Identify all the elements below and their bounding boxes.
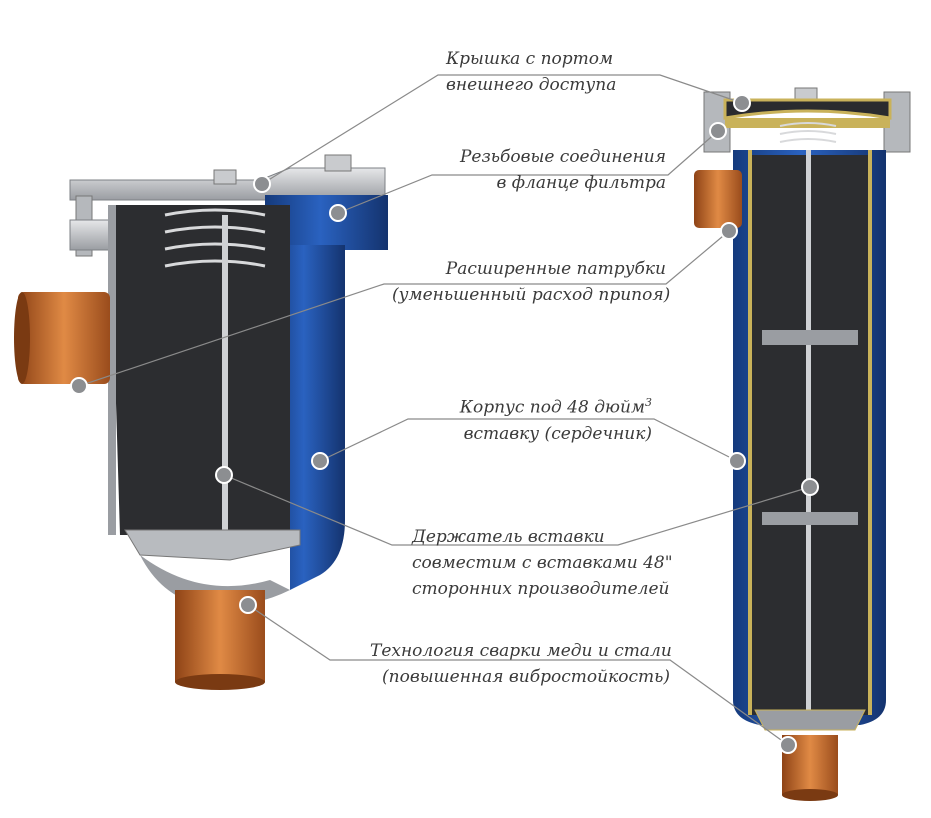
marker-threaded-left [329,204,347,222]
markers [70,94,819,754]
leader-welding [247,604,789,746]
left-body [270,245,345,590]
right-bottom-nozzle [782,735,838,795]
marker-welding-right [779,736,797,754]
leader-cover [261,74,743,185]
label-holder-line1: Держатель вставки [412,527,605,547]
marker-threaded-right [709,122,727,140]
marker-nozzles-right [720,222,738,240]
marker-holder-left [215,466,233,484]
label-housing-text: Корпус под 48 дюйм [459,397,645,418]
label-nozzles-line1: Расширенные патрубки [445,259,666,279]
leader-housing [319,418,738,462]
left-side-nozzle-rim [14,292,30,384]
left-bottom-plate [124,529,301,561]
marker-nozzles-left [70,377,88,395]
label-holder-line3: сторонних производителей [412,579,670,599]
label-cover-line2: внешнего доступа [446,75,617,95]
right-gasket [748,150,752,715]
right-spring [779,122,837,143]
label-welding-line1: Технология сварки меди и стали [370,641,672,661]
right-cap [723,98,892,120]
right-bottom-nozzle-rim [782,789,838,801]
leader-nozzles [78,230,730,387]
label-threaded-line2: в фланце фильтра [496,173,666,193]
leader-lines [78,74,811,746]
left-wall [108,205,116,535]
leader-threaded [337,130,719,214]
label-cover: Крышка с портом внешнего доступа [446,46,616,98]
marker-holder-right [801,478,819,496]
right-disc-low [762,512,858,525]
left-side-nozzle [18,292,110,384]
label-nozzles: Расширенные патрубки (уменьшенный расход… [392,256,671,308]
label-welding-line2: (повышенная вибростойкость) [382,667,670,687]
right-disc-mid [762,330,858,345]
label-holder: Держатель вставки совместим с вставками … [412,524,673,602]
right-gasket [868,150,872,715]
marker-cover-left [253,175,271,193]
left-bolt [324,154,352,172]
left-flange [265,195,388,250]
marker-cover-right [733,94,751,112]
label-housing-line1: Корпус под 48 дюйм3 [410,390,652,421]
right-filter [694,87,911,801]
label-cover-line1: Крышка с портом [446,49,614,69]
right-side-nozzle [694,170,742,228]
label-threaded: Резьбовые соединения в фланце фильтра [436,144,666,196]
leader-holder [223,474,811,546]
label-threaded-line1: Резьбовые соединения [459,147,666,167]
label-holder-line2: совместим с вставками 48" [412,553,673,573]
marker-housing-left [311,452,329,470]
label-housing-line2: вставку (сердечник) [463,423,652,444]
left-bolt [213,169,237,185]
label-housing-sup: 3 [645,396,652,409]
left-rod [222,215,228,545]
label-nozzles-line2: (уменьшенный расход припоя) [392,285,671,305]
left-filter [14,154,388,690]
label-housing: Корпус под 48 дюйм3 вставку (сердечник) [410,390,652,447]
left-bottom-nozzle [175,590,265,682]
left-bottom-nozzle-rim [175,674,265,690]
right-rod [806,150,811,720]
left-spring [164,208,266,268]
right-bottom [754,709,866,731]
marker-housing-right [728,452,746,470]
left-interior [110,205,290,535]
label-welding: Технология сварки меди и стали (повышенн… [370,638,672,690]
marker-welding-left [239,596,257,614]
